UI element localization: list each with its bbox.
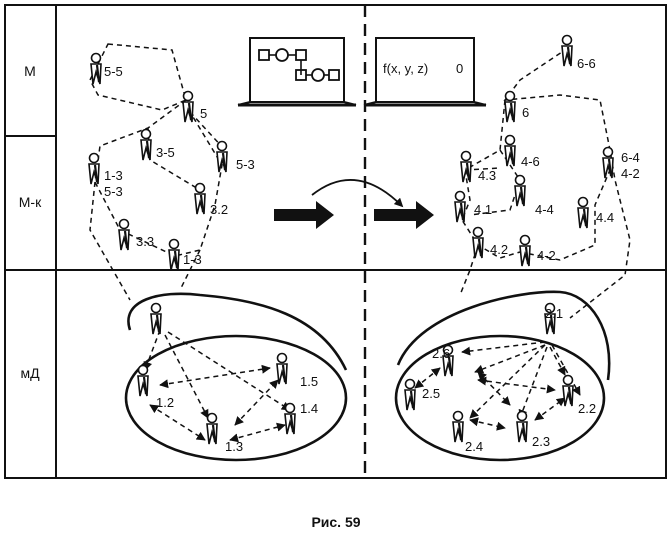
person-icon bbox=[454, 190, 466, 223]
node-label: 6-4 bbox=[621, 150, 640, 165]
person-figures bbox=[88, 34, 614, 445]
formula-text: f(x, y, z) bbox=[383, 61, 428, 76]
node-label: 4.3 bbox=[478, 168, 496, 183]
person-icon bbox=[216, 140, 228, 173]
person-icon bbox=[137, 364, 149, 397]
node-label: 2.2 bbox=[578, 401, 596, 416]
node-label: 6-6 bbox=[577, 56, 596, 71]
curved-arrow bbox=[311, 179, 404, 208]
node-label: 2.4 bbox=[465, 439, 483, 454]
node-label: 1-3 bbox=[104, 168, 123, 183]
node-label: 4-2 bbox=[537, 248, 556, 263]
node-label: 3-5 bbox=[156, 145, 175, 160]
person-icon bbox=[562, 374, 574, 407]
person-icon bbox=[206, 412, 218, 445]
node-label: 3.3 bbox=[136, 234, 154, 249]
node-label: 1.5 bbox=[300, 374, 318, 389]
person-icon bbox=[182, 90, 194, 123]
right-network-links bbox=[459, 99, 611, 296]
formula-value: 0 bbox=[456, 61, 463, 76]
person-icon bbox=[442, 344, 454, 377]
person-icon bbox=[561, 34, 573, 67]
node-label: 5-3 bbox=[104, 184, 123, 199]
right-lower-arrows bbox=[414, 341, 581, 431]
person-icon bbox=[514, 174, 526, 207]
node-label: 5-3 bbox=[236, 157, 255, 172]
person-icon bbox=[516, 410, 528, 443]
transform-arrow-right bbox=[374, 201, 434, 229]
person-icon bbox=[452, 410, 464, 443]
node-label: 2.1 bbox=[545, 306, 563, 321]
node-label: 2.3 bbox=[532, 434, 550, 449]
node-label: 1.2 bbox=[156, 395, 174, 410]
person-icon bbox=[118, 218, 130, 251]
right-ellipse-back bbox=[396, 290, 611, 381]
node-label: 4.1 bbox=[474, 202, 492, 217]
person-icon bbox=[577, 196, 589, 229]
person-icon bbox=[602, 146, 614, 179]
person-icon bbox=[504, 134, 516, 167]
frame bbox=[4, 4, 667, 479]
person-icon bbox=[90, 52, 102, 85]
person-icon bbox=[544, 302, 556, 335]
person-icon bbox=[140, 128, 152, 161]
left-lower-arrows bbox=[143, 329, 291, 443]
person-icon bbox=[284, 402, 296, 435]
node-label: 4-2 bbox=[621, 166, 640, 181]
left-network-outline bbox=[89, 43, 187, 111]
node-label: 4-4 bbox=[535, 202, 554, 217]
person-icon bbox=[404, 378, 416, 411]
person-icon bbox=[168, 238, 180, 271]
node-label: 2.5 bbox=[422, 386, 440, 401]
person-icon bbox=[519, 234, 531, 267]
left-ellipse-back bbox=[127, 292, 348, 371]
node-label: 4-6 bbox=[521, 154, 540, 169]
node-label: 1-3 bbox=[183, 252, 202, 267]
node-label: 3.2 bbox=[210, 202, 228, 217]
right-ellipse bbox=[394, 334, 606, 462]
left-network-links bbox=[89, 99, 226, 301]
node-label: 6 bbox=[522, 105, 529, 120]
node-label: 5-5 bbox=[104, 64, 123, 79]
row-label-md: мД bbox=[20, 365, 40, 381]
figure-caption: Рис. 59 bbox=[311, 514, 360, 530]
laptop-formula-icon bbox=[363, 37, 487, 107]
node-label: 5 bbox=[200, 106, 207, 121]
person-icon bbox=[150, 302, 162, 335]
person-icon bbox=[276, 352, 288, 385]
person-icon bbox=[88, 152, 100, 185]
node-label: 4.4 bbox=[596, 210, 614, 225]
transform-arrow-left bbox=[274, 201, 334, 229]
left-ellipse bbox=[124, 334, 348, 462]
node-label: 1.4 bbox=[300, 401, 318, 416]
node-label: 1.3 bbox=[225, 439, 243, 454]
node-label: 4.2 bbox=[490, 242, 508, 257]
person-icon bbox=[504, 90, 516, 123]
person-icon bbox=[472, 226, 484, 259]
row-label-mk: М-к bbox=[19, 194, 42, 210]
person-icon bbox=[460, 150, 472, 183]
laptop-schematic-icon bbox=[237, 37, 357, 107]
row-label-m: М bbox=[24, 63, 36, 79]
node-label: 2.6 bbox=[432, 346, 450, 361]
person-icon bbox=[194, 182, 206, 215]
